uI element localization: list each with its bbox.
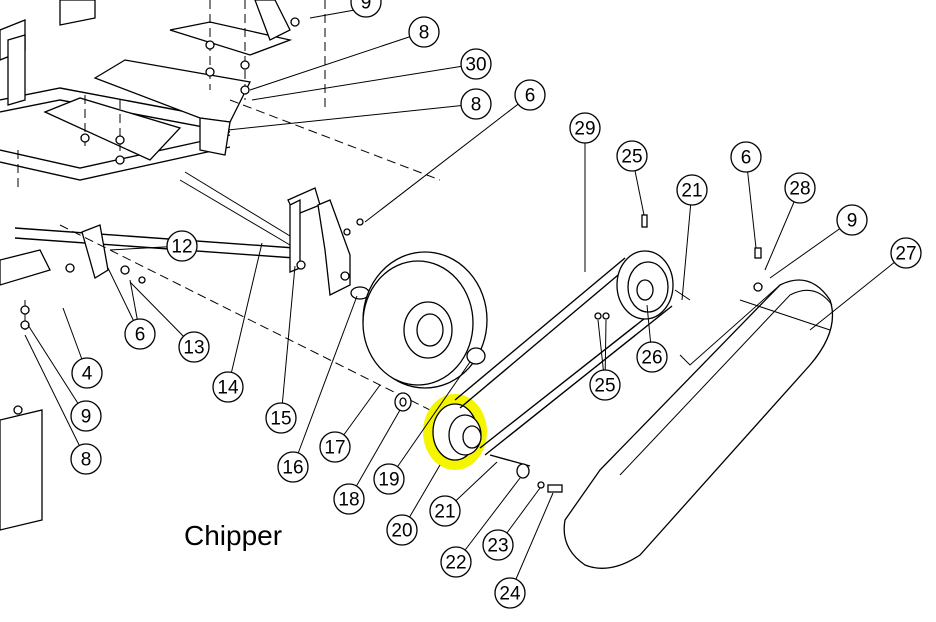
callout-30: 30 — [460, 48, 492, 80]
callout-label: 8 — [81, 450, 92, 471]
callout-label: 25 — [621, 147, 642, 168]
callout-label: 6 — [525, 86, 536, 107]
callout-12: 12 — [166, 230, 198, 262]
callout-label: 21 — [434, 502, 455, 523]
callout-25: 25 — [589, 369, 621, 401]
callout-15: 15 — [265, 402, 297, 434]
callout-label: 9 — [847, 211, 858, 232]
callout-8: 8 — [460, 88, 492, 120]
callout-label: 23 — [487, 536, 508, 557]
frame-assembly — [0, 0, 364, 531]
driven-pulley-26 — [616, 250, 691, 320]
callout-16: 16 — [277, 451, 309, 483]
callout-17: 17 — [319, 431, 351, 463]
callout-6: 6 — [124, 318, 156, 350]
drive-pulley-20 — [423, 394, 487, 470]
callout-label: 29 — [574, 119, 595, 140]
belt-guard-27 — [563, 279, 834, 569]
callout-13: 13 — [178, 331, 210, 363]
callout-bubbles: 9 8 30 8 6 29 25 21 6 28 9 27 12 6 13 4 9 8 14 15 16 17 18 19 20… — [70, 0, 922, 609]
callout-23: 23 — [482, 529, 514, 561]
callout-4: 4 — [71, 357, 103, 389]
callout-28: 28 — [784, 172, 816, 204]
callout-label: 27 — [895, 244, 916, 265]
callout-label: 14 — [217, 378, 239, 399]
callout-label: 28 — [789, 179, 810, 200]
callout-label: 9 — [361, 0, 372, 14]
callout-label: 18 — [338, 490, 359, 511]
callout-21: 21 — [429, 495, 461, 527]
callout-26: 26 — [636, 341, 668, 373]
callout-label: 15 — [270, 409, 291, 430]
callout-label: 8 — [419, 23, 430, 44]
callout-label: 25 — [594, 376, 615, 397]
callout-29: 29 — [569, 112, 601, 144]
diagram-caption: Chipper — [184, 520, 283, 551]
callout-label: 12 — [171, 237, 192, 258]
callout-label: 4 — [82, 364, 93, 385]
centerline — [59, 224, 461, 426]
callout-label: 22 — [445, 553, 466, 574]
callout-label: 17 — [324, 438, 345, 459]
callout-9: 9 — [836, 204, 868, 236]
callout-label: 30 — [465, 55, 486, 76]
callout-label: 24 — [499, 584, 521, 605]
callout-label: 6 — [741, 148, 752, 169]
callout-6: 6 — [730, 141, 762, 173]
callout-label: 16 — [282, 458, 303, 479]
callout-9: 9 — [70, 400, 102, 432]
tire-17 — [362, 251, 488, 389]
callout-22: 22 — [440, 546, 472, 578]
callout-label: 9 — [81, 407, 92, 428]
callout-24: 24 — [494, 577, 526, 609]
callout-19: 19 — [373, 463, 405, 495]
callout-label: 21 — [681, 181, 702, 202]
mount-brackets — [81, 187, 351, 296]
callout-6: 6 — [514, 79, 546, 111]
callout-21: 21 — [676, 174, 708, 206]
callout-label: 26 — [641, 348, 662, 369]
shaft-hardware — [489, 214, 763, 493]
callout-25: 25 — [616, 140, 648, 172]
callout-8: 8 — [70, 443, 102, 475]
callout-20: 20 — [386, 514, 418, 546]
callout-14: 14 — [212, 371, 244, 403]
callout-label: 8 — [471, 95, 482, 116]
callout-27: 27 — [890, 237, 922, 269]
callout-label: 6 — [135, 325, 146, 346]
belt-29 — [454, 257, 673, 456]
bearing-19 — [466, 347, 486, 365]
callout-8: 8 — [408, 16, 440, 48]
callout-label: 13 — [183, 338, 204, 359]
leader-lines — [24, 7, 907, 594]
callout-label: 20 — [391, 521, 412, 542]
callout-18: 18 — [333, 483, 365, 515]
callout-9: 9 — [350, 0, 382, 18]
callout-label: 19 — [378, 470, 399, 491]
